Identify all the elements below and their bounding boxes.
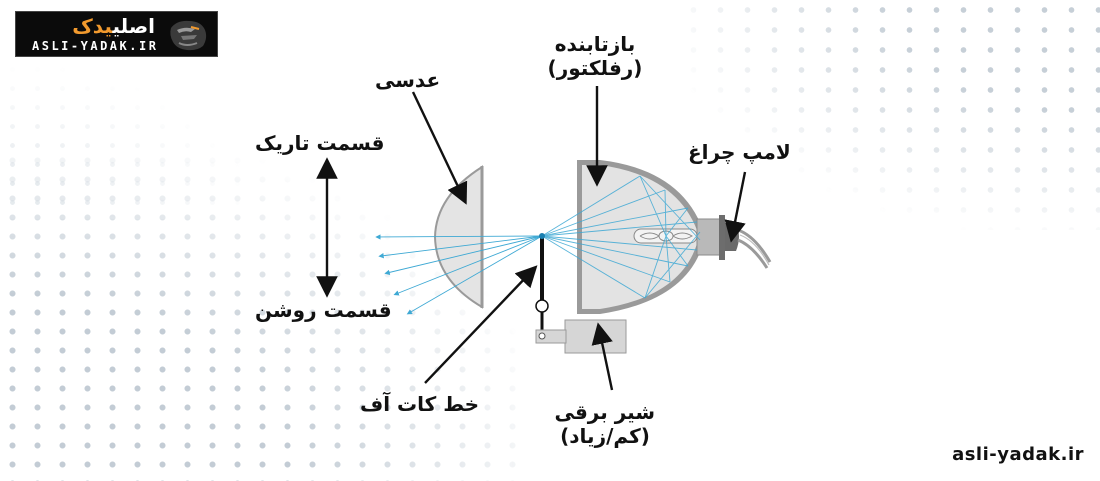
solenoid-arrow	[591, 322, 614, 391]
solenoid	[535, 319, 627, 354]
lens-label: عدسی	[375, 68, 441, 92]
reflector-label-line1: بازتابنده	[554, 32, 636, 56]
brand-logo: اصلییدک ASLI-YADAK.IR	[15, 11, 218, 57]
cutoff-shield	[535, 233, 549, 334]
bulb-arrow	[724, 171, 747, 243]
dark-part-label: قسمت تاریک	[255, 131, 385, 155]
cutoff-arrow	[424, 265, 538, 384]
website-url: asli-yadak.ir	[952, 444, 1084, 465]
logo-accent-text: یدک	[72, 14, 113, 38]
cutoff-line-label: خط کات آف	[360, 392, 480, 416]
solenoid-label-line2: (کم/زیاد)	[560, 424, 650, 448]
reflector-label-line2: (رفلکتور)	[547, 56, 643, 80]
bright-part-label: قسمت روشن	[255, 298, 392, 322]
reflector-label: بازتابنده (رفلکتور)	[540, 32, 650, 80]
logo-english-text: ASLI-YADAK.IR	[32, 39, 159, 53]
lens-arrow	[411, 91, 468, 205]
solenoid-label-line1: شیر برقی	[554, 400, 655, 424]
logo-persian-text: اصلییدک	[72, 14, 155, 38]
solenoid-label: شیر برقی (کم/زیاد)	[554, 400, 655, 448]
callout-arrows	[316, 86, 747, 391]
reflected-rays	[541, 175, 701, 299]
bulb-label: لامپ چراغ	[688, 140, 791, 164]
bulb-socket	[696, 215, 772, 269]
outgoing-rays	[375, 234, 543, 315]
panther-head-icon	[170, 20, 207, 51]
